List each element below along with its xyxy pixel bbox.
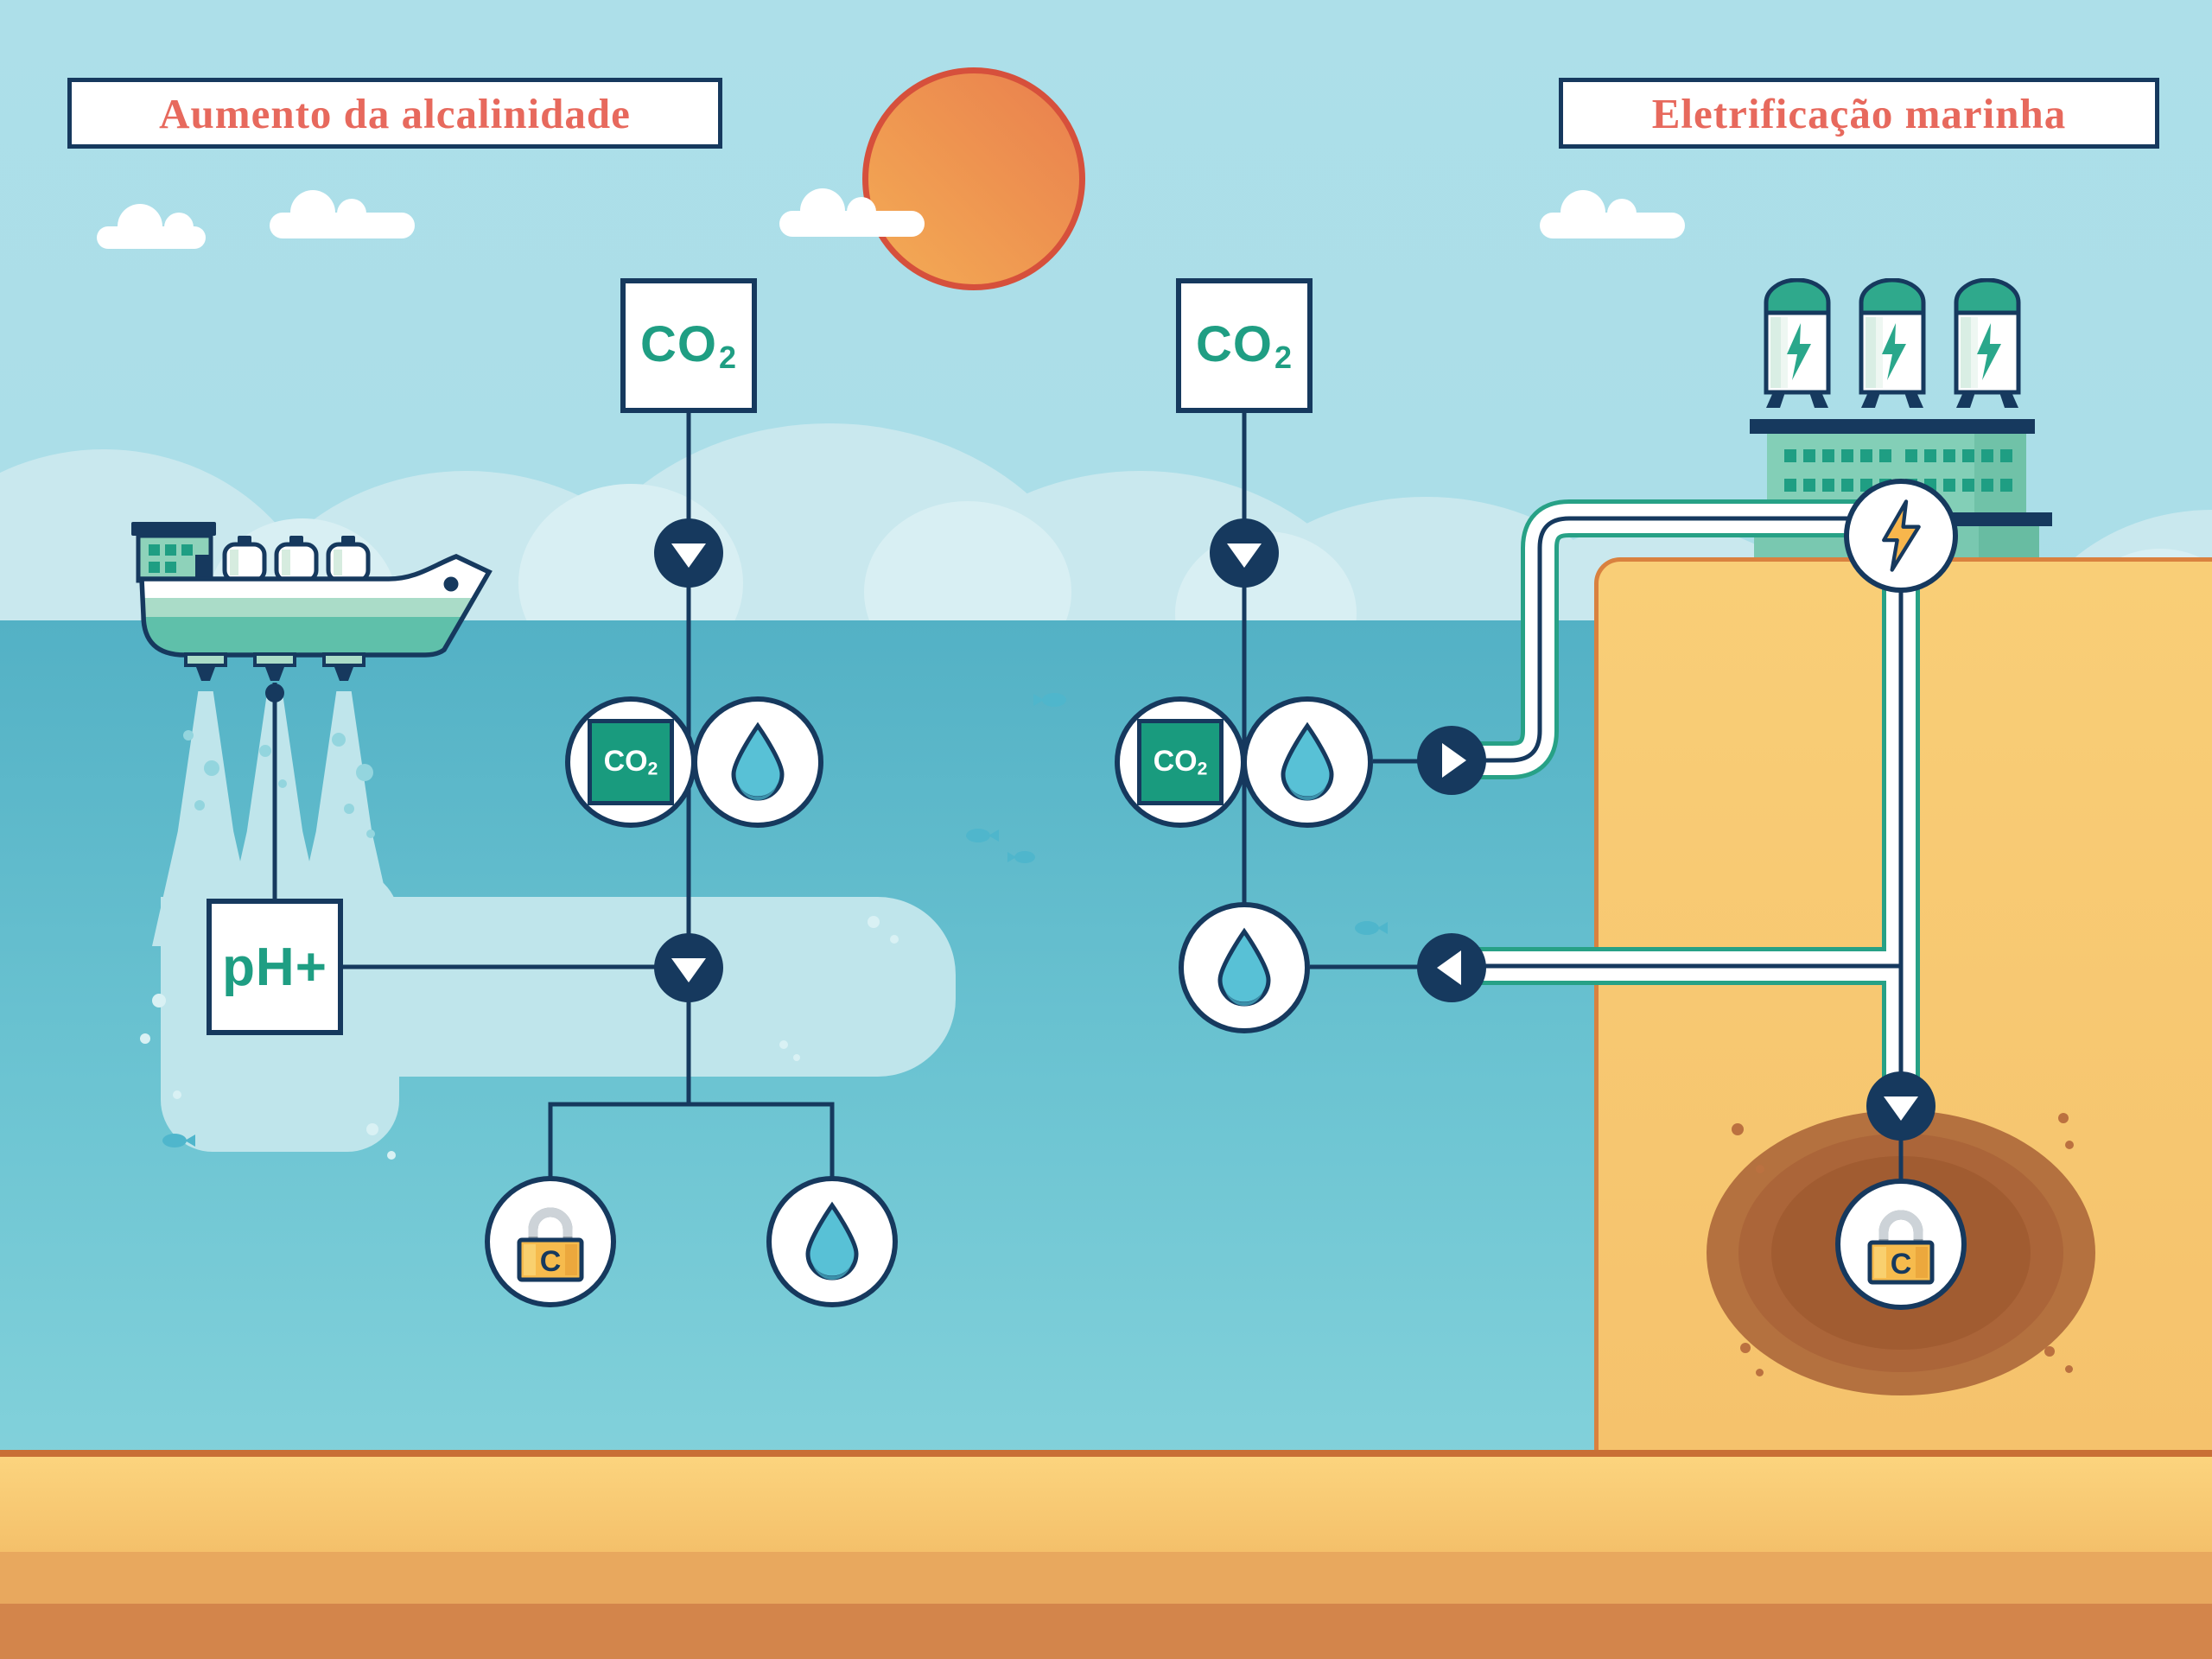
co2-box-alkalinity: CO2 [620,278,757,413]
droplet-icon [1217,927,1271,1007]
cloud-icon [1540,190,1685,238]
droplet-icon [805,1201,859,1281]
fish-icon [1355,921,1388,935]
sun-icon [862,67,1085,290]
droplet-icon [731,721,785,801]
carbon-locked-underground-circle: C [1835,1179,1967,1310]
co2-square-icon: CO2 [1137,719,1224,805]
water-result-circle [766,1176,898,1307]
ph-plus-label: pH+ [222,937,327,997]
co2-square-icon: CO2 [588,719,674,805]
cloud-icon [270,190,415,238]
battery-tank-icon [1764,278,1831,408]
co2-dissolved-circle: CO2 [1115,696,1246,828]
fish-icon [162,1134,195,1147]
down-arrow-icon [654,933,723,1002]
co2-label: CO2 [1196,316,1293,375]
down-arrow-icon [1866,1071,1936,1141]
ship-icon [131,522,493,681]
down-arrow-icon [654,518,723,588]
svg-text:C: C [540,1245,562,1278]
cloud-icon [97,204,206,249]
title-right: Eletrificação marinha [1559,78,2159,149]
lock-icon: C [1867,1210,1935,1285]
cloud-icon [779,188,925,237]
co2-label: CO2 [640,316,737,375]
fish-icon [1033,693,1066,707]
ph-plus-box: pH+ [207,899,343,1035]
fish-icon [1007,851,1035,863]
electrolysis-unit-circle [1844,479,1958,593]
down-arrow-icon [1210,518,1279,588]
left-arrow-icon [1417,933,1486,1002]
right-arrow-icon [1417,726,1486,795]
title-left: Aumento da alcalinidade [67,78,722,149]
battery-tank-icon [1859,278,1926,408]
co2-box-electrification: CO2 [1176,278,1313,413]
carbon-locked-circle: C [485,1176,616,1307]
svg-text:C: C [1891,1248,1912,1281]
water-droplet-circle [1242,696,1373,828]
clean-water-circle [1179,902,1310,1033]
co2-dissolved-circle: CO2 [565,696,696,828]
lightning-bolt-icon [1882,499,1921,572]
droplet-icon [1281,721,1334,801]
water-droplet-circle [692,696,823,828]
title-right-text: Eletrificação marinha [1651,89,2067,137]
fish-icon [966,829,999,842]
battery-tank-icon [1954,278,2021,408]
title-left-text: Aumento da alcalinidade [159,89,631,137]
pipes [1452,499,1920,1082]
lock-icon: C [517,1207,584,1282]
hose-joint [265,683,284,702]
